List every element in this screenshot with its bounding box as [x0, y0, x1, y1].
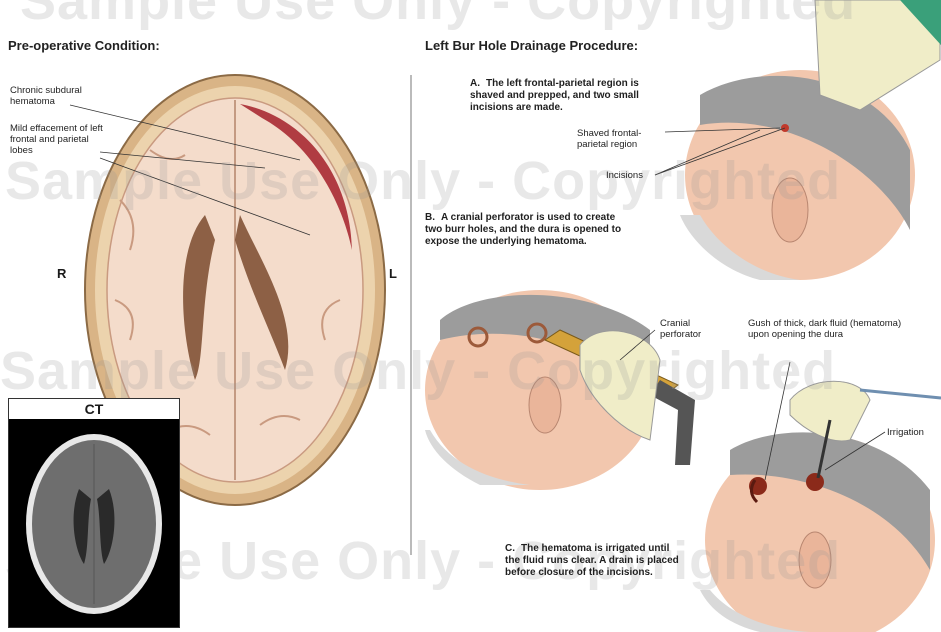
gush-fluid-label: Gush of thick, dark fluid (hematoma) upo…	[748, 318, 913, 340]
step-c-letter: C.	[505, 543, 515, 554]
side-right-label: R	[57, 266, 66, 281]
effacement-label: Mild effacement of left frontal and pari…	[10, 123, 105, 156]
preop-title: Pre-operative Condition:	[8, 38, 160, 53]
ct-scan-image	[9, 399, 179, 627]
step-b: B.A cranial perforator is used to create…	[425, 212, 625, 248]
shaved-region-label: Shaved frontal-parietal region	[577, 128, 667, 150]
head-step-a	[680, 0, 941, 280]
step-a-letter: A.	[470, 78, 480, 89]
ct-inset: CT	[8, 398, 180, 628]
step-a: A.The left frontal-parietal region is sh…	[470, 78, 670, 114]
irrigation-label: Irrigation	[887, 427, 924, 438]
step-a-text: The left frontal-parietal region is shav…	[470, 78, 639, 113]
subdural-hematoma-label: Chronic subdural hematoma	[10, 85, 110, 107]
head-step-b	[425, 290, 695, 490]
step-c: C.The hematoma is irrigated until the fl…	[505, 543, 680, 579]
step-c-text: The hematoma is irrigated until the flui…	[505, 543, 679, 578]
cranial-perforator-label: Cranial perforator	[660, 318, 720, 340]
head-step-c	[700, 381, 941, 632]
procedure-title: Left Bur Hole Drainage Procedure:	[425, 38, 638, 53]
step-b-letter: B.	[425, 212, 435, 223]
incisions-label: Incisions	[606, 170, 643, 181]
side-left-label: L	[389, 266, 397, 281]
step-b-text: A cranial perforator is used to create t…	[425, 212, 621, 247]
